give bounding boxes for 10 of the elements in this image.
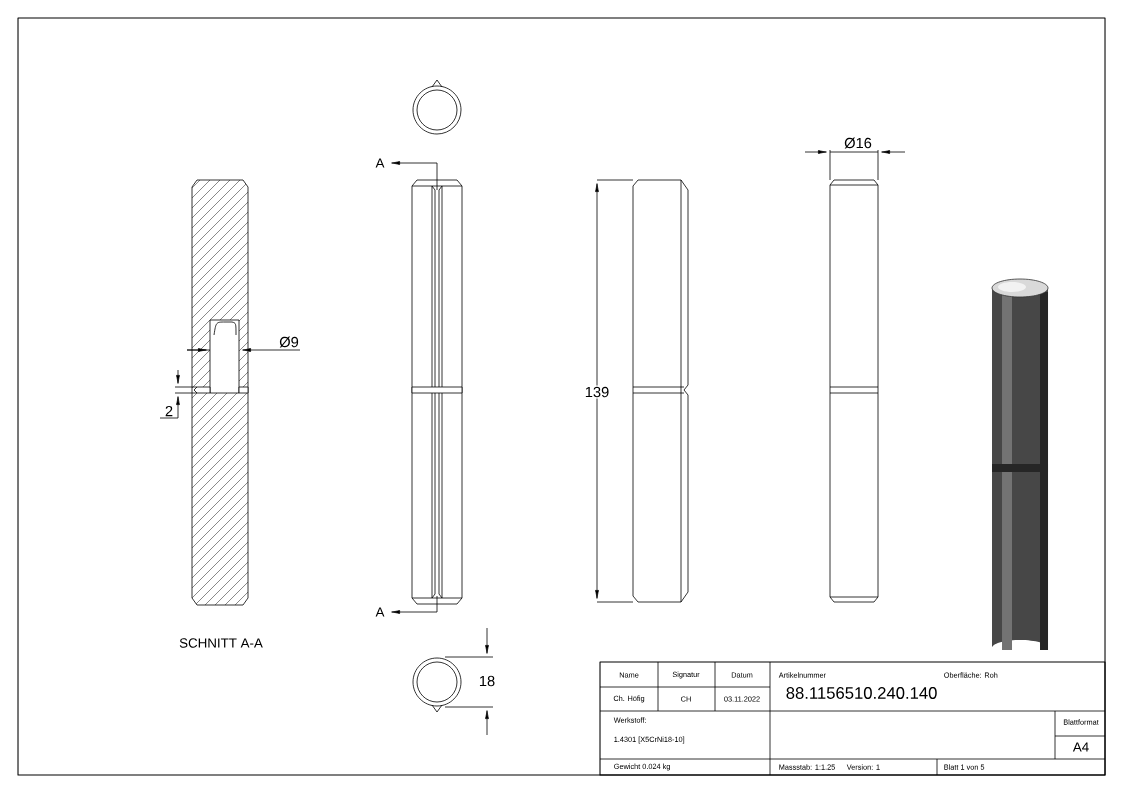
dimension-text: 18 bbox=[479, 675, 495, 687]
format-text: A4 bbox=[1072, 742, 1089, 752]
view-title: SCHNITT A-A bbox=[179, 638, 263, 648]
article-number: 88.1156510.240.140 bbox=[786, 687, 937, 699]
section-letter: A bbox=[375, 607, 385, 617]
dimension-text: 139 bbox=[583, 385, 611, 399]
dimension-text: Ø9 bbox=[279, 336, 299, 348]
section-letter: A bbox=[375, 158, 385, 168]
dimension-text: Ø16 bbox=[844, 137, 872, 149]
dimension-text: 2 bbox=[165, 405, 173, 417]
